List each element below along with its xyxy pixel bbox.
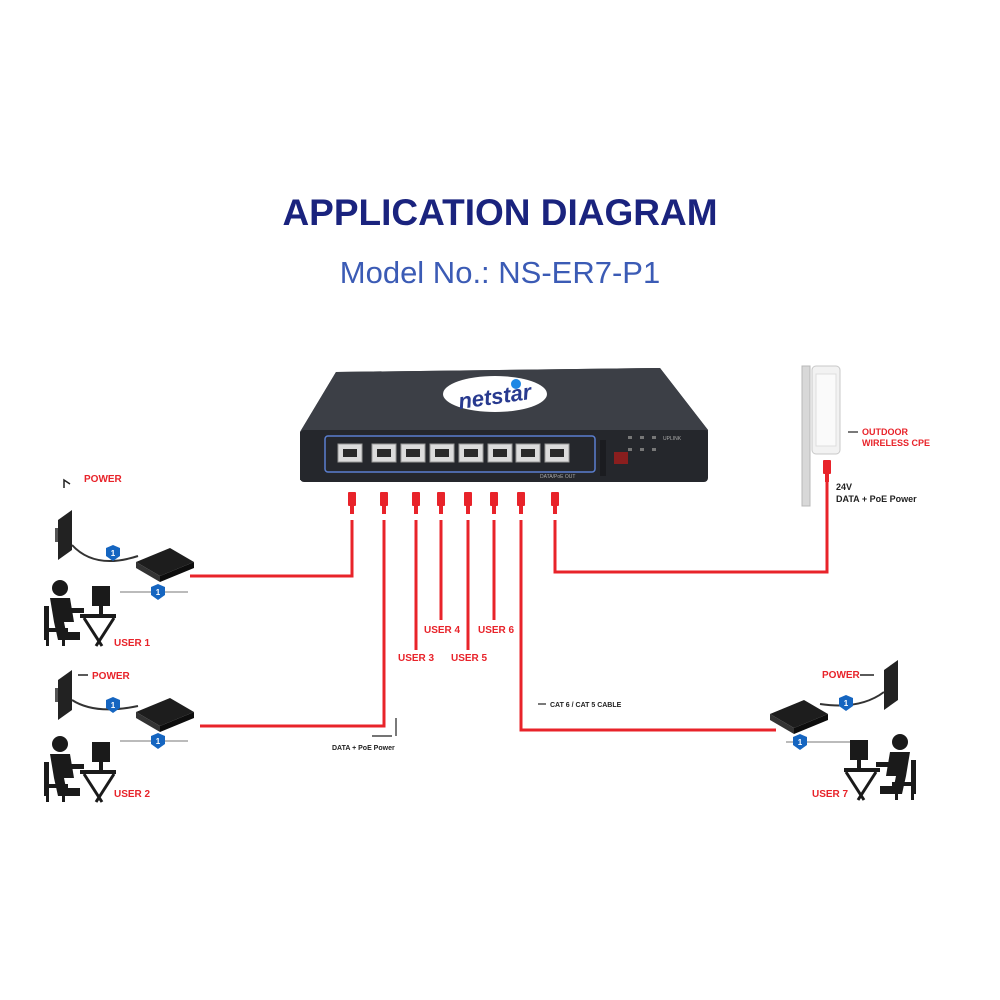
- data-poe-annotation: DATA + PoE Power: [332, 718, 397, 752]
- svg-text:CAT 6 / CAT 5 CABLE: CAT 6 / CAT 5 CABLE: [550, 702, 622, 709]
- cables: [190, 478, 829, 732]
- rj45-port-socket: [406, 449, 420, 457]
- poe-out-label: DATA/PoE OUT: [540, 474, 575, 480]
- svg-text:DATA + PoE Power: DATA + PoE Power: [332, 745, 395, 752]
- user-3-label: USER 3: [398, 653, 435, 664]
- rj45-port-socket: [435, 449, 449, 457]
- model-number: Model No.: NS-ER7-P1: [339, 255, 661, 290]
- power-label-2: POWER: [92, 671, 131, 682]
- poe-switch: netstar UPLINK DATA/PoE OUT: [300, 368, 708, 482]
- svg-text:WIRELESS CPE: WIRELESS CPE: [862, 438, 930, 448]
- netstar-logo: netstar: [443, 376, 547, 414]
- rj45-port-socket: [550, 449, 564, 457]
- uplink-label: UPLINK: [663, 436, 682, 442]
- rj45-port-socket: [521, 449, 535, 457]
- rj45-port-socket: [464, 449, 478, 457]
- user-1-cluster: POWER USER 1: [42, 474, 194, 649]
- power-label-1: POWER: [84, 474, 123, 485]
- rj45-port-socket: [493, 449, 507, 457]
- user-2-label: USER 2: [114, 789, 151, 800]
- rj45-ports: [337, 443, 570, 463]
- outdoor-cpe: OUTDOOR WIRELESS CPE 24V DATA + PoE Powe…: [801, 365, 930, 507]
- user-4-label: USER 4: [424, 625, 461, 636]
- user-5-label: USER 5: [451, 653, 488, 664]
- page-title: APPLICATION DIAGRAM: [282, 192, 718, 233]
- user-6-label: USER 6: [478, 625, 515, 636]
- user-1-label: USER 1: [114, 638, 151, 649]
- svg-text:OUTDOOR: OUTDOOR: [862, 427, 908, 437]
- cable-annotation: CAT 6 / CAT 5 CABLE: [538, 702, 622, 709]
- svg-text:DATA + PoE Power: DATA + PoE Power: [836, 494, 917, 504]
- rj45-port-socket: [377, 449, 391, 457]
- user-7-cluster: POWER USER 7: [770, 660, 918, 802]
- user-7-label: USER 7: [812, 789, 849, 800]
- user-2-cluster: POWER USER 2: [42, 670, 194, 804]
- power-label-7: POWER: [822, 670, 861, 681]
- rj45-port-socket: [343, 449, 357, 457]
- svg-text:24V: 24V: [836, 482, 852, 492]
